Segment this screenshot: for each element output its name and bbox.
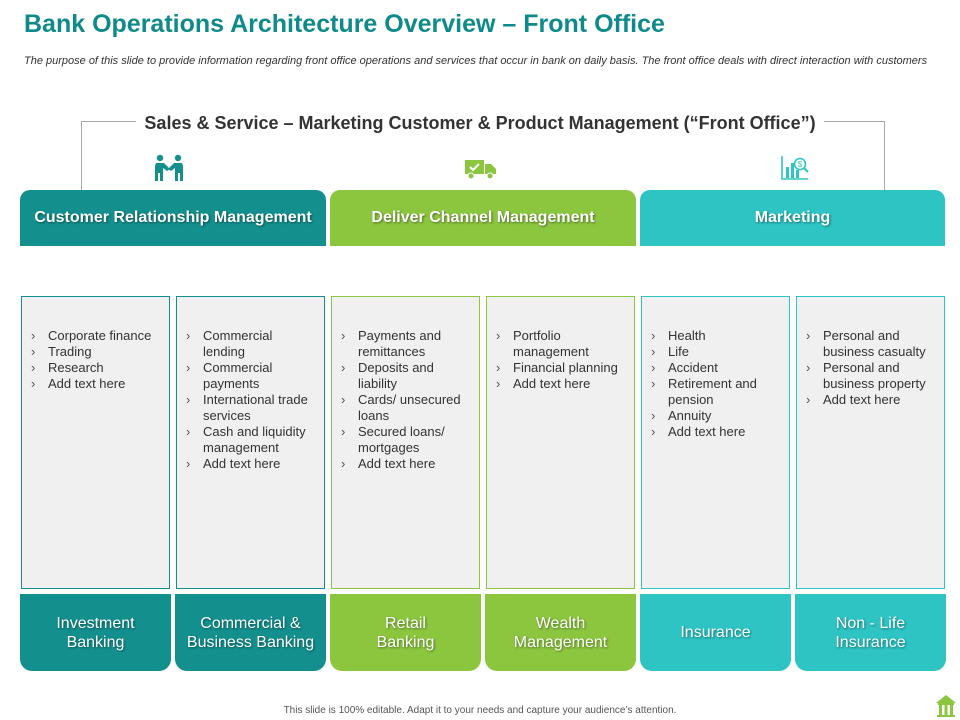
- section-heading-text: Sales & Service – Marketing Customer & P…: [136, 113, 824, 133]
- list-item: Accident: [651, 360, 781, 376]
- content-box-retail-banking: Payments and remittances Deposits and li…: [331, 296, 480, 589]
- footer-investment-banking: Investment Banking: [20, 594, 171, 671]
- list-item: Payments and remittances: [341, 328, 471, 360]
- list-item: Annuity: [651, 408, 781, 424]
- bullet-list: Commercial lending Commercial payments I…: [177, 297, 324, 472]
- footer-commercial-banking: Commercial & Business Banking: [175, 594, 326, 671]
- footer-non-life-insurance: Non - Life Insurance: [795, 594, 946, 671]
- content-box-insurance: Health Life Accident Retirement and pens…: [641, 296, 790, 589]
- list-item: Add text here: [806, 392, 936, 408]
- list-item: Commercial payments: [186, 360, 316, 392]
- list-item: Portfolio management: [496, 328, 626, 360]
- list-item: Add text here: [341, 456, 471, 472]
- list-item: Cards/ unsecured loans: [341, 392, 471, 424]
- content-box-investment-banking: Corporate finance Trading Research Add t…: [21, 296, 170, 589]
- list-item: International trade services: [186, 392, 316, 424]
- list-item: Add text here: [31, 376, 161, 392]
- list-item: Research: [31, 360, 161, 376]
- category-customer-relationship-management: Customer Relationship Management: [20, 190, 326, 246]
- section-heading: Sales & Service – Marketing Customer & P…: [0, 113, 960, 134]
- page-title: Bank Operations Architecture Overview – …: [24, 10, 665, 38]
- footer-label: Wealth Management: [513, 614, 608, 651]
- bullet-list: Corporate finance Trading Research Add t…: [22, 297, 169, 392]
- bullet-list: Payments and remittances Deposits and li…: [332, 297, 479, 472]
- delivery-truck-icon: [465, 160, 496, 180]
- list-item: Health: [651, 328, 781, 344]
- list-item: Retirement and pension: [651, 376, 781, 408]
- footer-insurance: Insurance: [640, 594, 791, 671]
- list-item: Trading: [31, 344, 161, 360]
- page-subtitle: The purpose of this slide to provide inf…: [24, 55, 928, 67]
- content-box-commercial-banking: Commercial lending Commercial payments I…: [176, 296, 325, 589]
- list-item: Add text here: [496, 376, 626, 392]
- footer-note: This slide is 100% editable. Adapt it to…: [283, 705, 677, 716]
- bullet-list: Portfolio management Financial planning …: [487, 297, 634, 392]
- home-icon[interactable]: [934, 693, 958, 717]
- handshake-icon: [155, 154, 183, 181]
- list-item: Add text here: [186, 456, 316, 472]
- list-item: Add text here: [651, 424, 781, 440]
- analytics-chart-icon: $: [781, 156, 809, 180]
- bullet-list: Personal and business casualty Personal …: [797, 297, 944, 408]
- svg-text:$: $: [798, 160, 803, 169]
- list-item: Deposits and liability: [341, 360, 471, 392]
- list-item: Commercial lending: [186, 328, 316, 360]
- footer-label: Commercial & Business Banking: [186, 614, 315, 651]
- list-item: Cash and liquidity management: [186, 424, 316, 456]
- list-item: Personal and business property: [806, 360, 936, 392]
- list-item: Secured loans/ mortgages: [341, 424, 471, 456]
- content-box-non-life-insurance: Personal and business casualty Personal …: [796, 296, 945, 589]
- list-item: Personal and business casualty: [806, 328, 936, 360]
- footer-label: Insurance: [680, 624, 751, 641]
- list-item: Corporate finance: [31, 328, 161, 344]
- content-box-wealth-management: Portfolio management Financial planning …: [486, 296, 635, 589]
- category-marketing: Marketing: [640, 190, 945, 246]
- category-deliver-channel-management: Deliver Channel Management: [330, 190, 636, 246]
- footer-label: Non - Life Insurance: [835, 614, 906, 651]
- footer-label: Investment Banking: [56, 614, 135, 651]
- bullet-list: Health Life Accident Retirement and pens…: [642, 297, 789, 440]
- list-item: Life: [651, 344, 781, 360]
- list-item: Financial planning: [496, 360, 626, 376]
- footer-retail-banking: Retail Banking: [330, 594, 481, 671]
- footer-wealth-management: Wealth Management: [485, 594, 636, 671]
- footer-label: Retail Banking: [376, 614, 435, 651]
